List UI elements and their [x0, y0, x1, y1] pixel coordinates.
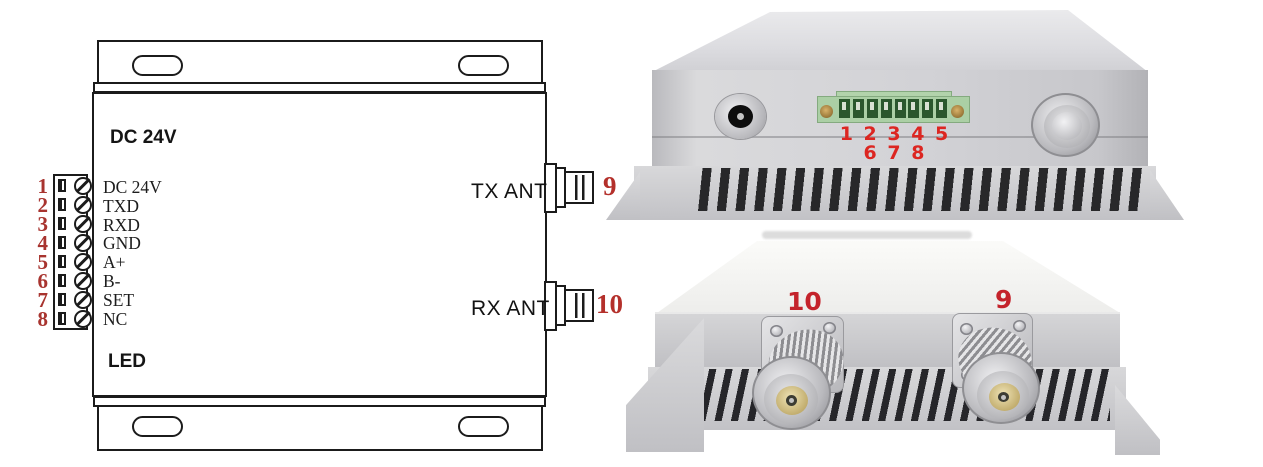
pin-label: RXD — [103, 214, 140, 235]
terminal-sockets — [838, 99, 950, 120]
terminal-socket — [908, 99, 920, 118]
antenna-port-center — [1052, 112, 1082, 140]
chassis-front-face — [655, 312, 1120, 369]
tx-ant-connector — [564, 171, 594, 204]
terminal-socket — [839, 99, 851, 118]
reflection-shadow — [762, 231, 972, 239]
pin-number: 8 — [37, 307, 49, 331]
pin-number: 4 — [37, 231, 49, 255]
jack-hole — [728, 105, 753, 128]
screw-terminal-icon — [74, 233, 92, 252]
thread-lines-icon — [574, 293, 589, 318]
terminal-socket — [880, 99, 892, 118]
pin-row — [55, 252, 92, 271]
antenna-port-round — [1031, 93, 1100, 157]
chassis-top-face — [652, 10, 1148, 72]
screw-terminal-icon — [74, 271, 92, 290]
heatsink — [634, 166, 1156, 220]
terminal-slot-icon — [58, 198, 66, 211]
terminal-block-diagram — [53, 174, 92, 330]
connector-socket — [998, 392, 1009, 402]
connector-pin — [1001, 395, 1006, 400]
mounting-slot — [458, 55, 509, 76]
mounting-foot-right — [1115, 385, 1160, 455]
mounting-slot — [458, 416, 509, 437]
pin-number: 7 — [37, 288, 49, 312]
rx-ant-connector — [564, 289, 594, 322]
mounting-slot — [132, 55, 183, 76]
screw-terminal-icon — [74, 176, 92, 195]
terminal-socket — [866, 99, 878, 118]
connector-face — [752, 356, 831, 430]
screw-terminal-icon — [74, 290, 92, 309]
thread-lines-icon — [574, 175, 589, 200]
connector-socket — [786, 395, 797, 406]
mounting-slot — [132, 416, 183, 437]
terminal-socket — [853, 99, 865, 118]
terminal-socket — [894, 99, 906, 118]
connector-number-right: 9 — [995, 285, 1013, 314]
screw-terminal-icon — [74, 252, 92, 271]
pin-label: GND — [103, 233, 141, 254]
pin-number: 3 — [37, 212, 49, 236]
terminal-screw-hole — [820, 105, 833, 118]
terminal-screw-hole — [951, 105, 964, 118]
terminal-slot-icon — [58, 274, 66, 287]
pin-label: A+ — [103, 252, 126, 273]
connector-face — [962, 352, 1040, 424]
screw-terminal-icon — [74, 214, 92, 233]
chassis-top-face — [657, 241, 1120, 313]
connector-pin — [789, 398, 794, 403]
terminal-socket — [922, 99, 934, 118]
pin-row — [55, 233, 92, 252]
pin-row — [55, 309, 92, 328]
pin-label: SET — [103, 289, 135, 310]
pin-number: 2 — [37, 193, 49, 217]
led-label: LED — [108, 351, 146, 372]
terminal-slot-icon — [58, 179, 66, 192]
flange-screw — [770, 325, 783, 337]
pin-row — [55, 195, 92, 214]
dc-power-jack — [715, 94, 766, 139]
chassis-seam-line — [652, 136, 1148, 138]
pin-number: 6 — [37, 269, 49, 293]
terminal-slot-icon — [58, 255, 66, 268]
terminal-slot-icon — [58, 312, 66, 325]
jack-center-pin — [737, 113, 744, 120]
flange-screw — [960, 323, 973, 335]
flange-screw — [823, 322, 836, 334]
pin-row — [55, 290, 92, 309]
terminal-slot-icon — [58, 217, 66, 230]
screw-terminal-icon — [74, 195, 92, 214]
tx-ant-number: 9 — [603, 171, 617, 201]
mounting-foot-right — [1150, 170, 1184, 220]
terminal-slot-icon — [58, 236, 66, 249]
connector-number-left: 10 — [787, 287, 822, 316]
pin-label: DC 24V — [103, 177, 162, 197]
pin-row — [55, 176, 92, 195]
heatsink-fins — [693, 168, 1142, 211]
screw-terminal-icon — [74, 309, 92, 328]
heatsink — [648, 367, 1126, 430]
terminal-numbers: 1 2 3 4 5 6 7 8 — [839, 123, 951, 164]
pin-number-column: 1 2 3 4 5 6 7 8 — [22, 174, 49, 331]
terminal-slot-icon — [58, 293, 66, 306]
device-body-outline — [92, 92, 547, 397]
pin-label: B- — [103, 270, 121, 291]
pin-number: 5 — [37, 250, 49, 274]
pin-row — [55, 214, 92, 233]
rx-ant-label: RX ANT — [471, 297, 550, 320]
pin-label: TXD — [103, 195, 139, 216]
terminal-socket — [935, 99, 947, 118]
tx-ant-label: TX ANT — [471, 180, 548, 203]
power-label: DC 24V — [110, 127, 177, 148]
pin-row — [55, 271, 92, 290]
rx-ant-number: 10 — [596, 289, 623, 319]
flange-screw — [1013, 320, 1026, 332]
pin-label-column: DC 24V TXD RXD GND A+ B- SET NC — [103, 178, 193, 328]
pin-label: NC — [103, 308, 128, 329]
pin-number: 1 — [37, 174, 49, 198]
